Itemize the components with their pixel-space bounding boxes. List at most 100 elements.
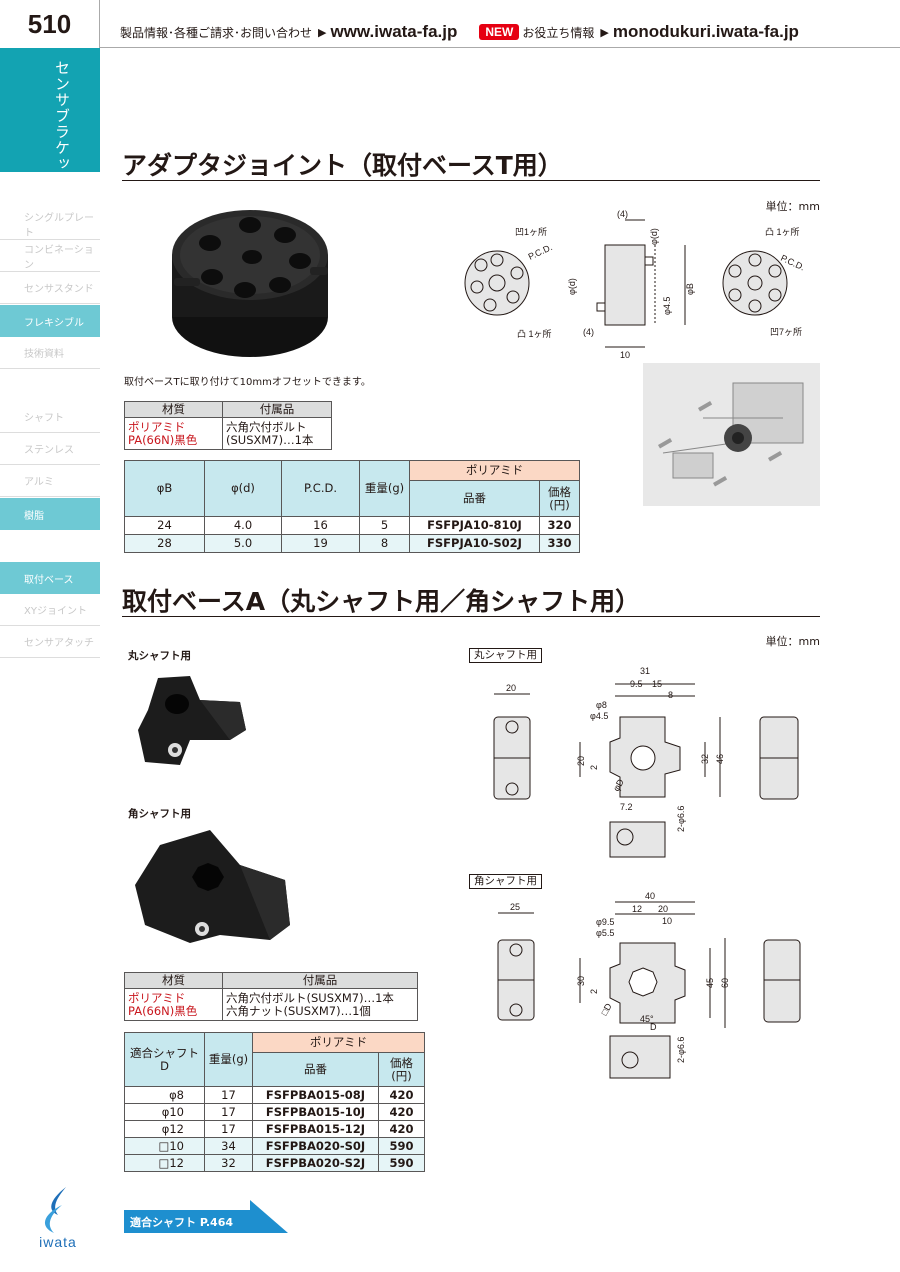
drawing-label-round: 丸シャフト用	[469, 648, 542, 663]
dim-4-bottom: (4)	[583, 327, 594, 337]
svg-text:φ5.5: φ5.5	[596, 928, 614, 938]
svg-text:45: 45	[705, 978, 715, 988]
spec-header-material: 材質	[124, 401, 223, 418]
header-bar: 製品情報･各種ご請求･お問い合わせ ▶ www.iwata-fa.jp NEW …	[120, 18, 799, 46]
new-badge: NEW	[479, 24, 520, 40]
section1-price-table: φB φ(d) P.C.D. 重量(g) ポリアミド 品番 価格 (円) 24 …	[124, 460, 580, 553]
reference-link[interactable]: 適合シャフト P.464	[130, 1216, 234, 1229]
sidebar-item-mount-base[interactable]: 取付ベース	[0, 562, 100, 594]
sidebar-item-single-plate[interactable]: シングルプレート	[0, 208, 100, 240]
price-header-phiB: φB	[124, 460, 205, 517]
spec2-header-material: 材質	[124, 972, 223, 989]
category-tab[interactable]	[0, 48, 100, 172]
dim-d-left: φ(d)	[567, 278, 577, 295]
dim-recess-left: 凹1ヶ所	[515, 227, 547, 237]
svg-text:15: 15	[652, 679, 662, 689]
svg-text:31: 31	[640, 666, 650, 676]
price-header-part-no: 品番	[409, 480, 540, 517]
price-header-price: 価格 (円)	[539, 480, 580, 517]
iwata-logo-text: iwata	[39, 1234, 77, 1250]
section2-unit: 単位：mm	[765, 635, 820, 648]
section1-description: 取付ベースTに取り付けて10mmオフセットできます。	[124, 377, 371, 388]
dim-boss-right: 凸 1ヶ所	[765, 227, 800, 237]
sidebar-item-xy-joint[interactable]: XYジョイント	[0, 594, 100, 626]
dim-4-top: (4)	[617, 209, 628, 219]
svg-text:20: 20	[658, 904, 668, 914]
table-row: □12 32 FSFPBA020-S2J 590	[124, 1154, 425, 1172]
square-shaft-drawing: 25 40 12 20 10 φ9.5 φ5.5 30 2 45 60 □D 4…	[497, 891, 801, 1079]
svg-text:φ9.5: φ9.5	[596, 917, 614, 927]
section1-rule	[122, 180, 820, 181]
svg-text:20: 20	[576, 756, 586, 766]
svg-text:12: 12	[632, 904, 642, 914]
label-square-shaft: 角シャフト用	[128, 808, 191, 820]
section2-spec-table: 材質 付属品 ポリアミド PA(66N)黒色 六角穴付ボルト(SUSXM7)…1…	[124, 972, 418, 1021]
adapter-joint-photo	[172, 210, 328, 357]
dim-boss-left: 凸 1ヶ所	[517, 329, 552, 339]
price-header-weight: 重量(g)	[359, 460, 410, 517]
drawing-label-square: 角シャフト用	[469, 874, 542, 889]
dim-recess-7: 凹7ヶ所	[770, 327, 802, 337]
sidebar-item-sensor-stand[interactable]: センサスタンド	[0, 272, 100, 304]
spec-material: ポリアミド PA(66N)黒色	[124, 417, 223, 450]
dim-pcd-left: P.C.D.	[527, 242, 554, 262]
sidebar-item-flexible[interactable]: フレキシブル	[0, 305, 100, 337]
sidebar-item-stainless[interactable]: ステンレス	[0, 433, 100, 465]
header-divider	[100, 47, 900, 48]
section2-price-table: 適合シャフト D 重量(g) ポリアミド 品番 価格 (円) φ8 17 FSF…	[124, 1032, 425, 1172]
table-row: φ10 17 FSFPBA015-10J 420	[124, 1103, 425, 1121]
svg-text:32: 32	[700, 754, 710, 764]
table-row: φ8 17 FSFPBA015-08J 420	[124, 1086, 425, 1104]
reference-arrow-banner[interactable]	[124, 1200, 288, 1233]
header-tips-text: お役立ち情報	[522, 25, 595, 40]
iwata-logo-icon	[44, 1187, 66, 1233]
dim-b: φB	[685, 283, 695, 295]
spec2-header-accessory: 付属品	[222, 972, 418, 989]
svg-text:40: 40	[645, 891, 655, 901]
svg-text:9.5: 9.5	[630, 679, 643, 689]
sidebar-item-shaft[interactable]: シャフト	[0, 401, 100, 433]
category-label: センサブラケット	[53, 60, 71, 188]
svg-text:46: 46	[715, 754, 725, 764]
section2-rule	[122, 616, 820, 617]
price2-header-price: 価格 (円)	[378, 1052, 425, 1087]
section1-unit: 単位：mm	[765, 200, 820, 213]
svg-text:25: 25	[510, 902, 520, 912]
spec2-accessory: 六角穴付ボルト(SUSXM7)…1本 六角ナット(SUSXM7)…1個	[222, 988, 418, 1021]
table-row: φ12 17 FSFPBA015-12J 420	[124, 1120, 425, 1138]
price2-header-shaft: 適合シャフト D	[124, 1032, 205, 1087]
price-header-polyamide: ポリアミド	[409, 460, 580, 481]
dim-10: 10	[620, 350, 630, 360]
svg-text:2: 2	[589, 989, 599, 994]
price-header-pcd: P.C.D.	[281, 460, 360, 517]
table-row: 28 5.0 19 8 FSFPJA10-S02J 330	[124, 534, 580, 553]
svg-text:7.2: 7.2	[620, 802, 633, 812]
square-shaft-base-photo	[135, 830, 290, 943]
tips-site-link[interactable]: monodukuri.iwata-fa.jp	[612, 22, 799, 41]
sidebar-item-sensor-attach[interactable]: センサアタッチ	[0, 626, 100, 658]
price2-header-polyamide: ポリアミド	[252, 1032, 425, 1053]
table-row: □10 34 FSFPBA020-S0J 590	[124, 1137, 425, 1155]
spec-accessory: 六角穴付ボルト (SUSXM7)…1本	[222, 417, 332, 450]
svg-text:20: 20	[506, 683, 516, 693]
svg-text:30: 30	[576, 976, 586, 986]
spec2-material: ポリアミド PA(66N)黒色	[124, 988, 223, 1021]
main-site-link[interactable]: www.iwata-fa.jp	[330, 22, 458, 41]
svg-text:10: 10	[662, 916, 672, 926]
section1-title: アダプタジョイント（取付ベースT用）	[122, 151, 563, 180]
svg-text:□D: □D	[599, 1001, 614, 1017]
price-header-phid: φ(d)	[204, 460, 282, 517]
sidebar-item-combination[interactable]: コンビネーション	[0, 240, 100, 272]
spec-header-accessory: 付属品	[222, 401, 332, 418]
price2-header-part-no: 品番	[252, 1052, 379, 1087]
svg-text:D: D	[650, 1022, 657, 1032]
assembly-illustration	[643, 363, 820, 506]
triangle-right-icon: ▶	[318, 25, 327, 39]
sidebar-item-resin[interactable]: 樹脂	[0, 498, 100, 530]
sidebar-item-aluminium[interactable]: アルミ	[0, 465, 100, 497]
table-row: 24 4.0 16 5 FSFPJA10-810J 320	[124, 516, 580, 535]
header-info-text: 製品情報･各種ご請求･お問い合わせ	[120, 25, 313, 40]
sidebar-item-technical[interactable]: 技術資料	[0, 337, 100, 369]
svg-text:60: 60	[720, 978, 730, 988]
round-shaft-drawing: 20 31 9.5 15 8 φ8 φ4.5 20 2 32 46 φD 7.2…	[493, 666, 799, 858]
